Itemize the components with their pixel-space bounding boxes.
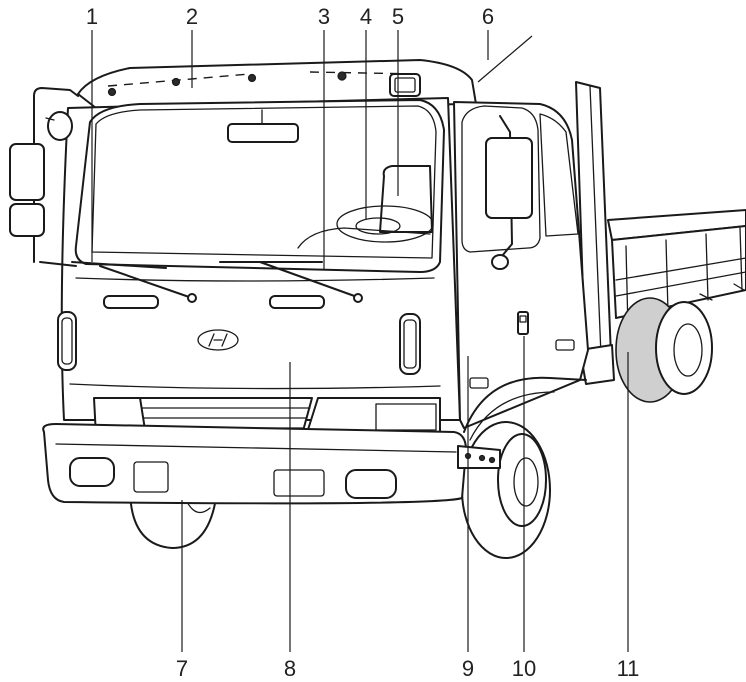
- rear-wheels: [615, 297, 713, 403]
- callout-8: 8: [284, 656, 296, 681]
- left-mirror: [9, 87, 79, 267]
- hyundai-logo-icon: [197, 329, 239, 351]
- front-right-wheel: [461, 421, 551, 559]
- callout-11: 11: [617, 656, 640, 681]
- callout-3: 3: [318, 4, 330, 29]
- callout-5: 5: [392, 4, 404, 29]
- callout-leaders: [91, 30, 629, 652]
- cab: [42, 59, 477, 505]
- right-mirror: [485, 115, 533, 270]
- callout-9: 9: [462, 656, 474, 681]
- callout-7: 7: [176, 656, 188, 681]
- callout-1: 1: [86, 4, 98, 29]
- callout-2: 2: [186, 4, 198, 29]
- callout-10: 10: [512, 656, 536, 681]
- callout-4: 4: [360, 4, 372, 29]
- callout-labels: 1 2 3 4 5 6 7 8 9 10 11: [86, 4, 640, 681]
- callout-6: 6: [482, 4, 494, 29]
